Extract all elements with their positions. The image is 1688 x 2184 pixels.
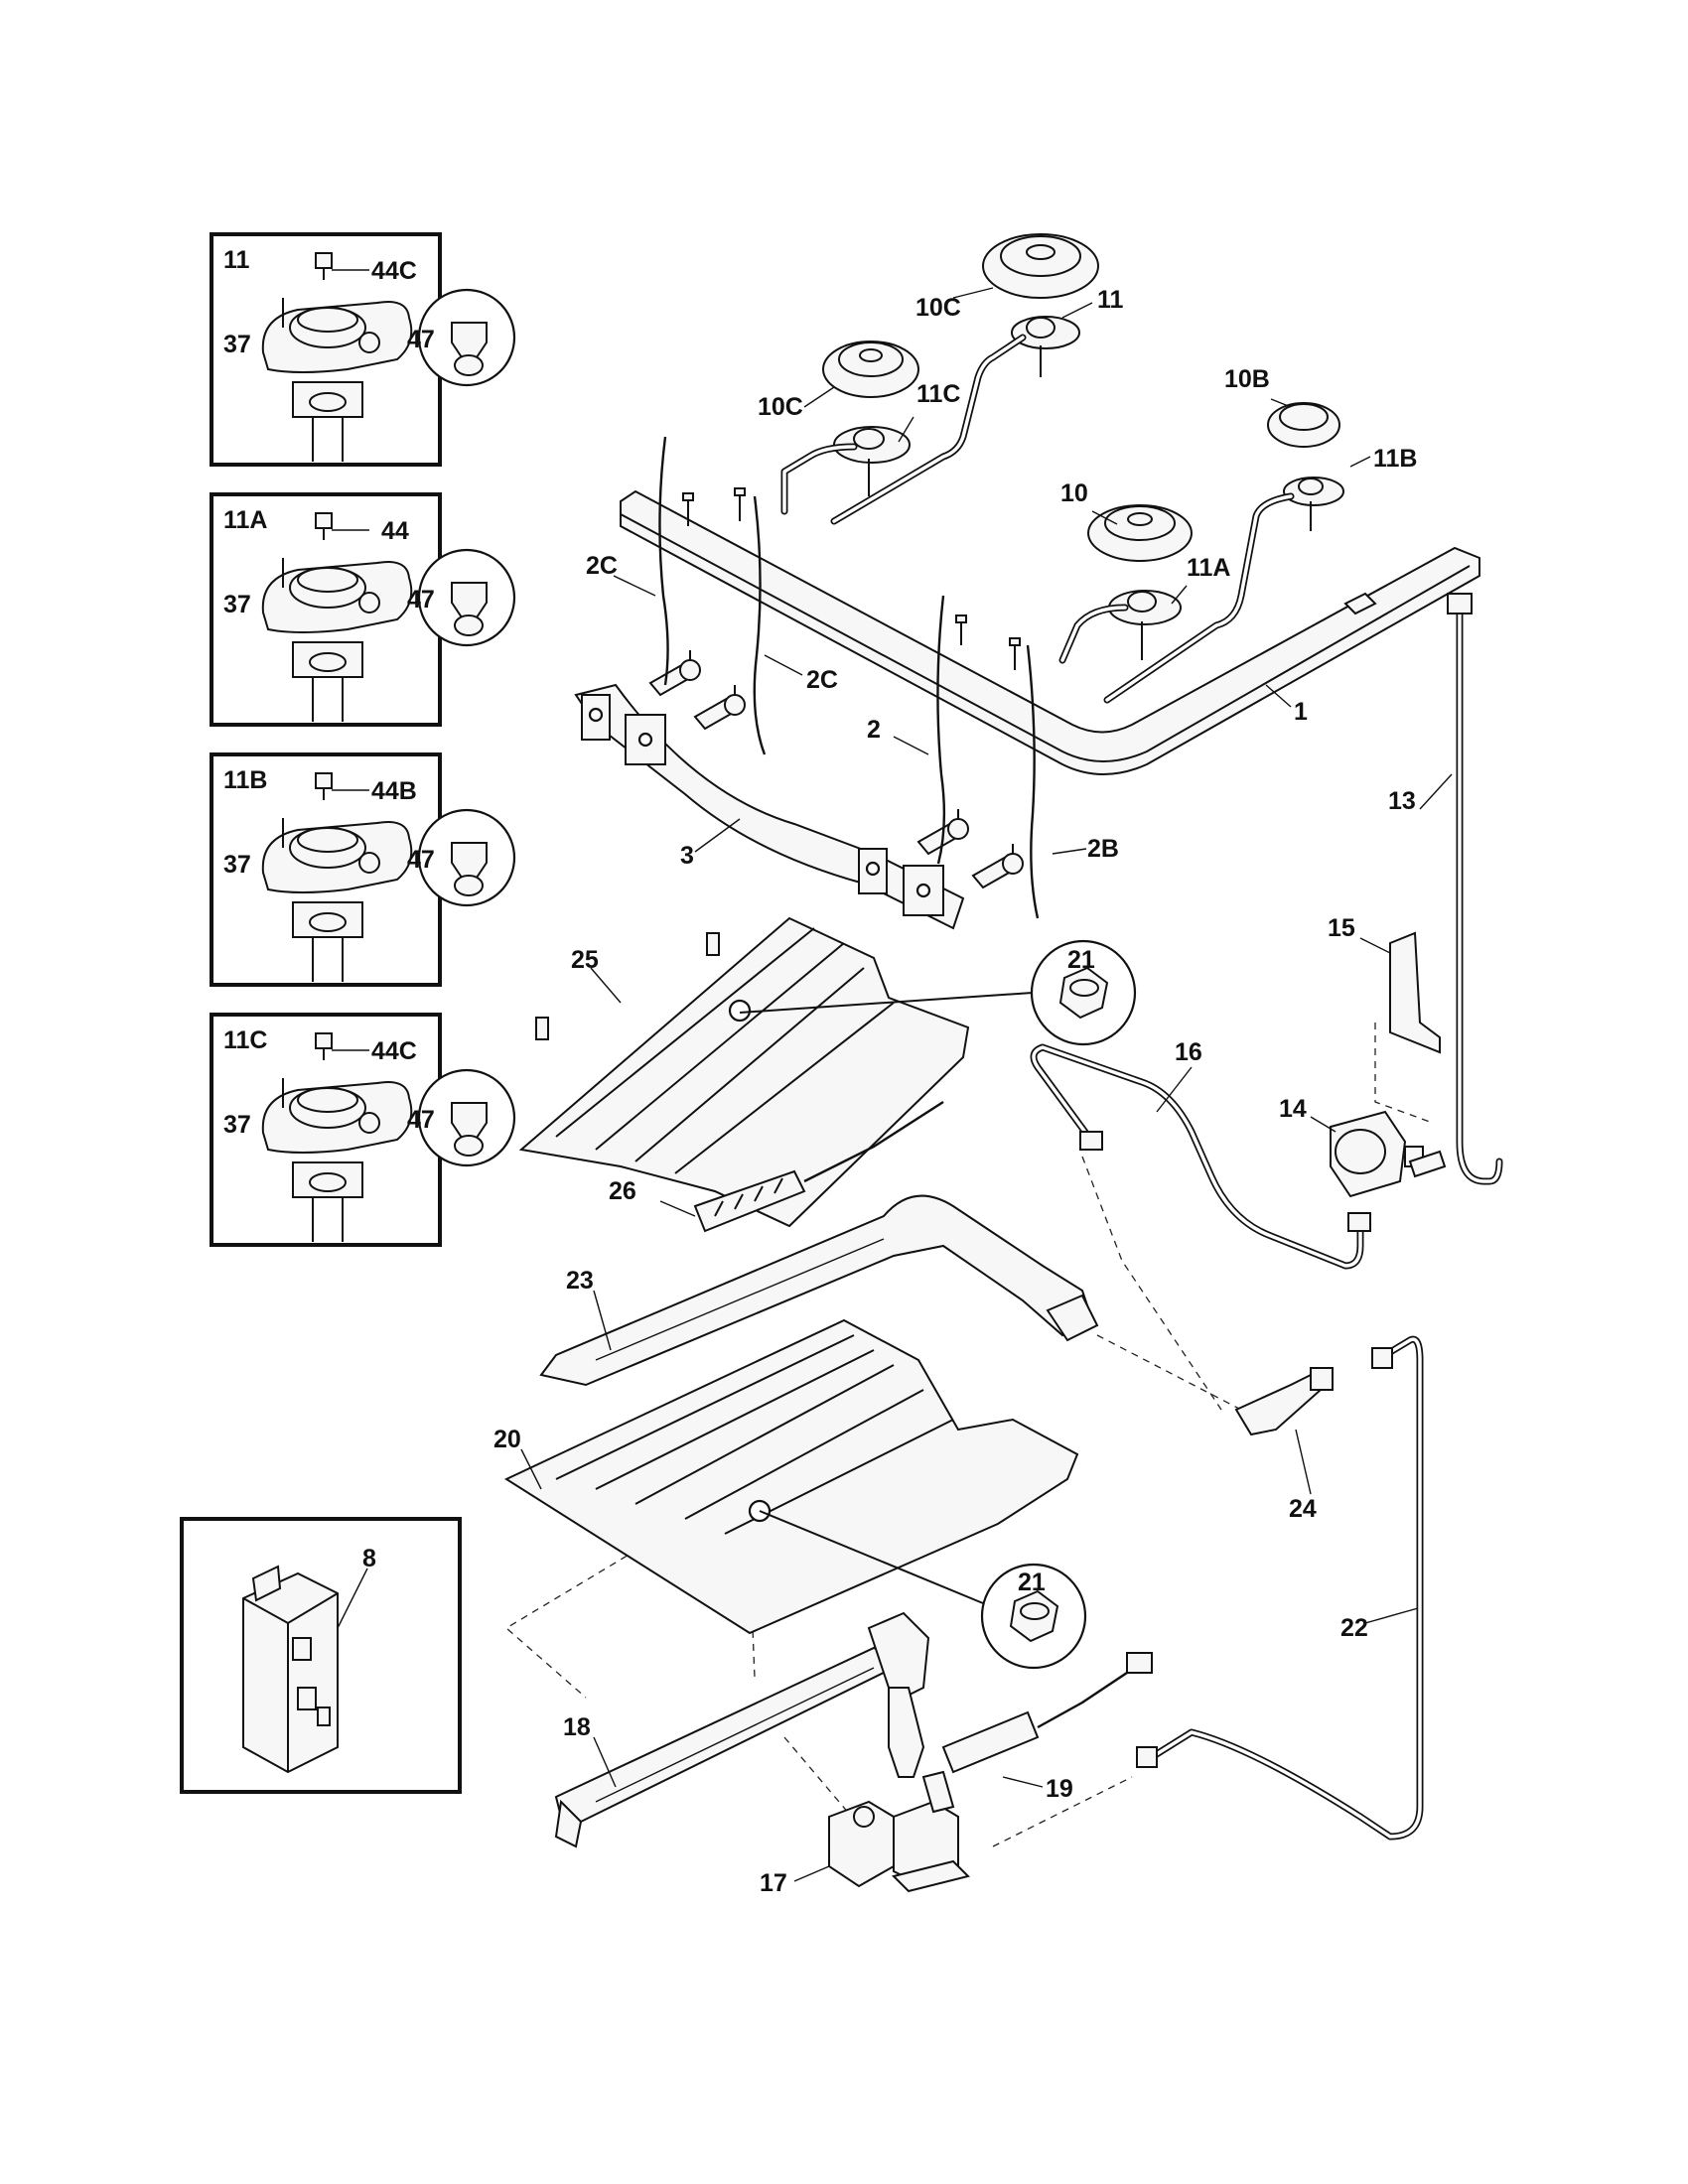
spark-module-icon: [242, 1565, 339, 1774]
igniter-wires: [658, 436, 1040, 919]
screw-label: 44C: [371, 257, 417, 285]
ignition-box-label: 8: [362, 1545, 376, 1572]
burner-head-11-top: [1011, 316, 1080, 377]
callout-23: 23: [566, 1267, 594, 1295]
igniter-19: [941, 1652, 1153, 1774]
burner-base-icon: [261, 1081, 413, 1242]
orifice-label: 47: [407, 586, 435, 614]
callout-15: 15: [1328, 914, 1355, 942]
callout-2: 2: [867, 716, 881, 744]
callout-2c-left: 2C: [586, 552, 618, 580]
valve-2c-left: [648, 650, 701, 697]
callout-18: 18: [563, 1713, 591, 1741]
screw-icon: [315, 252, 333, 280]
inset-box-11b: 11B 44B 37 47: [210, 752, 516, 987]
valve-2c-right: [693, 685, 746, 731]
orifice-elbow-24: [1234, 1367, 1334, 1436]
side-label: 37: [223, 331, 251, 358]
callout-1: 1: [1294, 698, 1308, 726]
callout-13: 13: [1388, 787, 1416, 815]
callout-17: 17: [760, 1869, 787, 1897]
regulator-bracket: [1374, 931, 1441, 1123]
gas-line-22: [1136, 1335, 1424, 1841]
callout-26: 26: [609, 1177, 636, 1205]
inset-title: 11A: [223, 506, 267, 534]
pressure-regulator: [1330, 1110, 1447, 1198]
bake-burner-18: [554, 1611, 930, 1848]
orifice-icon: [451, 1102, 488, 1157]
callout-10c-left: 10C: [758, 393, 803, 421]
callout-leaders: [520, 287, 1453, 1882]
inset-title: 11B: [223, 766, 267, 794]
orifice-label: 47: [407, 326, 435, 353]
callout-11c: 11C: [916, 380, 960, 408]
burner-head-11a: [1108, 590, 1182, 660]
callout-19: 19: [1046, 1775, 1073, 1803]
gas-tube-16: [1030, 1043, 1371, 1270]
inset-box-11c: 11C 44C 37 47: [210, 1013, 516, 1247]
burner-head-11b: [1283, 477, 1344, 531]
safety-valve-17: [828, 1770, 970, 1893]
callout-21-bottom: 21: [1018, 1569, 1046, 1596]
burner-cap-10b: [1267, 402, 1340, 448]
callout-11b: 11B: [1373, 445, 1417, 473]
inset-box-8: 8: [180, 1517, 462, 1794]
callout-labels: 10C 11 10C 11C 10B 11B 10 11A 2C 2C 1 13…: [493, 286, 1417, 1897]
burner-cap-10c-top: [982, 233, 1099, 299]
callout-11a: 11A: [1187, 554, 1230, 582]
burner-base-icon: [261, 561, 413, 722]
inset-box-11a: 11A 44 37 47: [210, 492, 516, 727]
valve-bracket: [574, 683, 965, 930]
inset-title: 11C: [223, 1026, 267, 1054]
screw-label: 44C: [371, 1037, 417, 1065]
inset-box-11: 11 44C 37 47: [210, 232, 516, 467]
heat-shield-20: [503, 1318, 1079, 1635]
burner-cap-10c-left: [822, 341, 919, 398]
lock-nut-21-top: [739, 939, 1137, 1046]
orifice-icon: [451, 842, 488, 896]
valve-2: [916, 809, 969, 856]
gas-line-13: [1447, 593, 1503, 1185]
screw-label: 44: [381, 517, 409, 545]
screw-icon: [315, 772, 333, 800]
callout-21-top: 21: [1067, 946, 1095, 974]
callout-10c-top: 10C: [915, 294, 961, 322]
callout-22: 22: [1340, 1614, 1368, 1642]
orifice-icon: [451, 322, 488, 376]
manifold-pipe: [620, 489, 1480, 775]
callout-2c-right: 2C: [806, 666, 838, 694]
callout-2b: 2B: [1087, 835, 1119, 863]
callout-10b: 10B: [1224, 365, 1270, 393]
assembly-guides: [504, 1156, 1242, 1867]
burner-tubes: [780, 334, 1295, 704]
lock-nut-21-bottom: [759, 1510, 1087, 1670]
side-label: 37: [223, 851, 251, 879]
burner-cap-10: [1087, 504, 1193, 562]
mounting-screws: [682, 487, 1021, 670]
callout-25: 25: [571, 946, 599, 974]
screw-icon: [315, 1032, 333, 1060]
orifice-label: 47: [407, 1106, 435, 1134]
heat-shield-25: [518, 916, 970, 1228]
burner-base-icon: [261, 301, 413, 462]
side-label: 37: [223, 1111, 251, 1139]
callout-3: 3: [680, 842, 694, 870]
callout-14: 14: [1279, 1095, 1307, 1123]
screw-label: 44B: [371, 777, 417, 805]
callout-20: 20: [493, 1426, 521, 1453]
igniter-26: [693, 1100, 944, 1233]
inset-title: 11: [223, 246, 250, 274]
callout-10: 10: [1060, 479, 1088, 507]
orifice-icon: [451, 582, 488, 636]
callout-24: 24: [1289, 1495, 1317, 1523]
orifice-label: 47: [407, 846, 435, 874]
valve-2b: [971, 844, 1024, 889]
burner-base-icon: [261, 821, 413, 982]
side-label: 37: [223, 591, 251, 618]
callout-16: 16: [1175, 1038, 1202, 1066]
screw-icon: [315, 512, 333, 540]
burner-tube-23: [539, 1194, 1099, 1387]
callout-11-top: 11: [1097, 286, 1124, 314]
